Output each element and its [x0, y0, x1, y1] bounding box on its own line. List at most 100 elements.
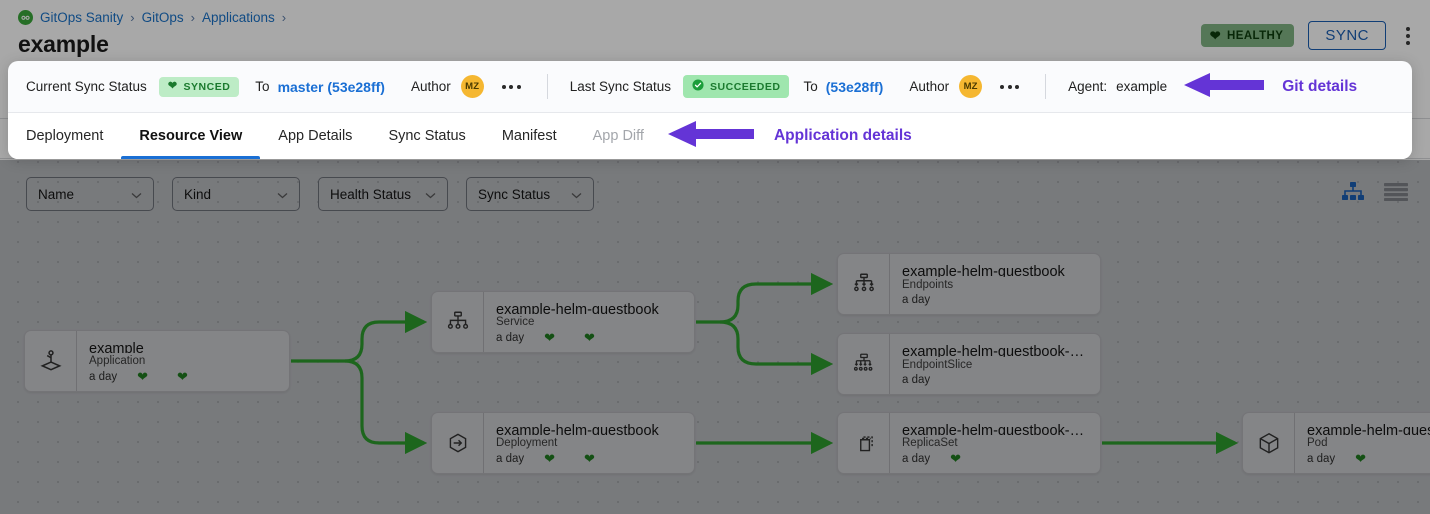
- node-meta: a day ❤ ❤: [496, 452, 684, 465]
- list-view-icon[interactable]: [1384, 183, 1408, 206]
- node-kind: EndpointSlice: [902, 359, 973, 371]
- filter-label: Name: [38, 186, 75, 202]
- page-header: GitOps Sanity › GitOps › Applications › …: [0, 0, 1430, 62]
- node-body: example-helm-guestbook-ct… EndpointSlice…: [890, 334, 1100, 394]
- last-to-label: To: [803, 79, 818, 94]
- page-title: example: [18, 31, 109, 57]
- pod-icon: [1243, 413, 1295, 473]
- node-age: a day: [496, 452, 525, 465]
- status-badge-succeeded: SUCCEEDED: [683, 75, 790, 98]
- sync-heart-icon: ❤: [584, 451, 595, 466]
- health-heart-icon: ❤: [137, 369, 149, 384]
- status-badge-label: SUCCEEDED: [710, 80, 781, 93]
- tab-app-details[interactable]: App Details: [278, 128, 353, 144]
- node-kind: Service: [496, 316, 535, 328]
- status-badge-synced: ❤ SYNCED: [158, 76, 240, 97]
- filter-label: Health Status: [330, 186, 412, 202]
- service-icon: [432, 292, 484, 352]
- tab-bar: Deployment Resource View App Details Syn…: [8, 112, 1412, 159]
- current-to-label: To: [255, 79, 270, 94]
- annotation-application-details: Application details: [773, 127, 912, 144]
- node-age: a day: [1307, 452, 1336, 465]
- node-body: example-helm-guestbook Service a day ❤ ❤: [484, 292, 694, 352]
- graph-node-service[interactable]: example-helm-guestbook Service a day ❤ ❤: [431, 291, 695, 353]
- heart-icon: ❤: [167, 80, 178, 92]
- graph-node-replicaset[interactable]: example-helm-guestbook-74… ReplicaSet a …: [837, 412, 1101, 474]
- graph-node-pod[interactable]: example-helm-guest Pod a day ❤: [1242, 412, 1430, 474]
- breadcrumb-item-gitops-sanity[interactable]: GitOps Sanity: [40, 10, 124, 25]
- application-summary-panel: Current Sync Status ❤ SYNCED To master (…: [8, 61, 1412, 159]
- graph-node-endpointslice[interactable]: example-helm-guestbook-ct… EndpointSlice…: [837, 333, 1101, 395]
- agent-label: Agent:: [1068, 79, 1108, 94]
- tab-resource-view[interactable]: Resource View: [121, 113, 261, 159]
- filter-dropdown-kind[interactable]: Kind: [172, 177, 300, 211]
- endpoints-icon: [838, 254, 890, 314]
- node-meta: a day ❤ ❤: [496, 331, 684, 344]
- breadcrumb-item-applications[interactable]: Applications: [201, 10, 275, 25]
- graph-node-application[interactable]: example Application a day ❤ ❤: [24, 330, 290, 392]
- last-sync-status-label: Last Sync Status: [569, 79, 672, 94]
- filter-dropdown-sync-status[interactable]: Sync Status: [466, 177, 595, 211]
- node-kind: Deployment: [496, 437, 558, 449]
- graph-node-deployment[interactable]: example-helm-guestbook Deployment a day …: [431, 412, 695, 474]
- node-meta: a day ❤: [1307, 452, 1430, 465]
- avatar[interactable]: MZ: [959, 75, 983, 98]
- node-age: a day: [496, 331, 525, 344]
- node-age: a day: [902, 452, 931, 465]
- current-sync-status-label: Current Sync Status: [26, 79, 147, 94]
- sync-heart-icon: ❤: [584, 330, 595, 345]
- filter-label: Kind: [184, 186, 212, 202]
- header-actions: ❤ HEALTHY SYNC: [1200, 21, 1416, 50]
- status-badge-label: HEALTHY: [1227, 29, 1284, 42]
- annotation-arrow-left-icon: [667, 121, 754, 151]
- filter-dropdown-name[interactable]: Name: [26, 177, 154, 211]
- node-age: a day: [902, 374, 931, 386]
- breadcrumb-item-gitops[interactable]: GitOps: [141, 10, 184, 25]
- divider: [1045, 74, 1047, 99]
- last-revision-link[interactable]: (53e28ff): [825, 78, 884, 95]
- breadcrumb: GitOps Sanity › GitOps › Applications ›: [18, 10, 286, 25]
- node-kind: Pod: [1307, 437, 1328, 449]
- chevron-down-icon: [131, 187, 142, 202]
- avatar[interactable]: MZ: [460, 75, 484, 98]
- chevron-down-icon: [571, 187, 582, 202]
- last-author-label: Author: [909, 79, 950, 94]
- node-body: example-helm-guestbook Endpoints a day: [890, 254, 1100, 314]
- node-body: example-helm-guest Pod a day ❤: [1295, 413, 1430, 473]
- sync-heart-icon: ❤: [177, 369, 188, 384]
- filter-label: Sync Status: [478, 186, 551, 202]
- breadcrumb-separator: ›: [130, 10, 135, 25]
- current-revision-link[interactable]: master (53e28ff): [277, 78, 385, 95]
- graph-edges: [291, 272, 1239, 455]
- breadcrumb-separator: ›: [281, 10, 287, 25]
- sync-button[interactable]: SYNC: [1308, 21, 1386, 50]
- more-options-icon[interactable]: [498, 81, 525, 93]
- kebab-menu-icon[interactable]: [1400, 23, 1416, 49]
- annotation-arrow-left-icon: [1184, 72, 1265, 101]
- filter-dropdown-health-status[interactable]: Health Status: [318, 177, 449, 211]
- node-meta: a day: [902, 374, 1090, 386]
- graph-node-endpoints[interactable]: example-helm-guestbook Endpoints a day: [837, 253, 1101, 315]
- node-kind: Application: [89, 355, 146, 367]
- tab-deployment[interactable]: Deployment: [26, 128, 104, 144]
- node-body: example-helm-guestbook Deployment a day …: [484, 413, 694, 473]
- sync-status-bar: Current Sync Status ❤ SYNCED To master (…: [8, 61, 1412, 112]
- more-options-icon[interactable]: [996, 81, 1023, 93]
- current-author-label: Author: [410, 79, 451, 94]
- status-badge-label: SYNCED: [183, 80, 231, 93]
- chevron-down-icon: [277, 187, 288, 202]
- divider: [546, 74, 548, 99]
- resource-graph-canvas[interactable]: example Application a day ❤ ❤: [0, 160, 1430, 514]
- filter-bar: Name Kind Health Status Sync Status: [0, 168, 1430, 220]
- health-heart-icon: ❤: [544, 330, 556, 345]
- node-meta: a day ❤: [902, 452, 1090, 465]
- chevron-down-icon: [425, 187, 436, 202]
- application-icon: [25, 331, 77, 391]
- heart-icon: ❤: [1209, 28, 1222, 43]
- tree-view-icon[interactable]: [1342, 182, 1364, 207]
- replicaset-icon: [838, 413, 890, 473]
- tab-manifest[interactable]: Manifest: [501, 128, 557, 144]
- node-meta: a day: [902, 294, 1090, 306]
- tab-sync-status[interactable]: Sync Status: [388, 128, 466, 144]
